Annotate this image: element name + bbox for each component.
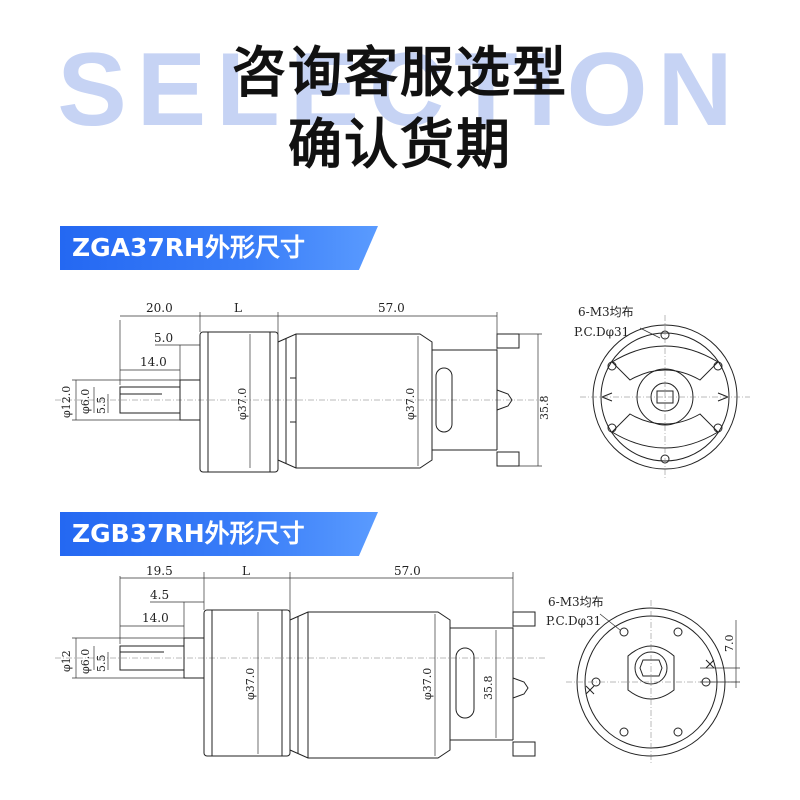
dim-shaft-length-b: 19.5 xyxy=(146,564,173,578)
dim-gearbox-length-b: L xyxy=(242,564,250,578)
dim-step: 5.0 xyxy=(154,331,173,345)
dim-motor-dia-b: φ37.0 xyxy=(421,668,434,700)
end-view-holes-label-b: 6-M3均布 xyxy=(548,595,604,609)
end-view-pcd-label: P.C.Dφ31 xyxy=(574,325,629,339)
drawing-zgb37rh: 19.5 L 57.0 4.5 14.0 φ12 φ6.0 5.5 φ37.0 … xyxy=(55,564,740,765)
dim-gearbox-dia: φ37.0 xyxy=(236,388,249,420)
title-line-1: 咨询客服选型 xyxy=(232,41,568,104)
dim-flat-length-b: 14.0 xyxy=(142,611,169,625)
dim-offset-b: 7.0 xyxy=(723,635,736,653)
title-line-2: 确认货期 xyxy=(288,113,512,176)
dim-flat-b: 5.5 xyxy=(95,655,108,673)
dim-boss-dia-b: φ12 xyxy=(60,650,73,672)
banner-zgb37rh: ZGB37RH外形尺寸 xyxy=(60,512,378,556)
dim-flat: 5.5 xyxy=(95,397,108,415)
dim-motor-height-b: 35.8 xyxy=(482,676,495,701)
dim-boss-dia: φ12.0 xyxy=(60,386,73,418)
end-view-holes-label: 6-M3均布 xyxy=(578,305,634,319)
dim-shaft-dia: φ6.0 xyxy=(79,389,92,414)
end-view-b xyxy=(566,600,740,765)
dim-gearbox-dia-b: φ37.0 xyxy=(244,668,257,700)
dim-shaft-length: 20.0 xyxy=(146,301,173,315)
dim-motor-dia: φ37.0 xyxy=(404,388,417,420)
banner-zga37rh: ZGA37RH外形尺寸 xyxy=(60,226,378,270)
end-view-a xyxy=(580,315,750,480)
drawing-zga37rh: 20.0 L 57.0 5.0 14.0 φ12.0 φ6.0 5.5 φ37.… xyxy=(55,301,750,480)
dim-shaft-dia-b: φ6.0 xyxy=(79,649,92,674)
dim-motor-length-b: 57.0 xyxy=(394,564,421,578)
end-view-pcd-label-b: P.C.Dφ31 xyxy=(546,614,601,628)
selection-watermark: SELECTION xyxy=(57,32,743,148)
dim-step-b: 4.5 xyxy=(150,588,169,602)
dim-motor-height: 35.8 xyxy=(538,396,551,421)
dim-motor-length: 57.0 xyxy=(378,301,405,315)
dim-gearbox-length: L xyxy=(234,301,242,315)
dim-flat-length: 14.0 xyxy=(140,355,167,369)
